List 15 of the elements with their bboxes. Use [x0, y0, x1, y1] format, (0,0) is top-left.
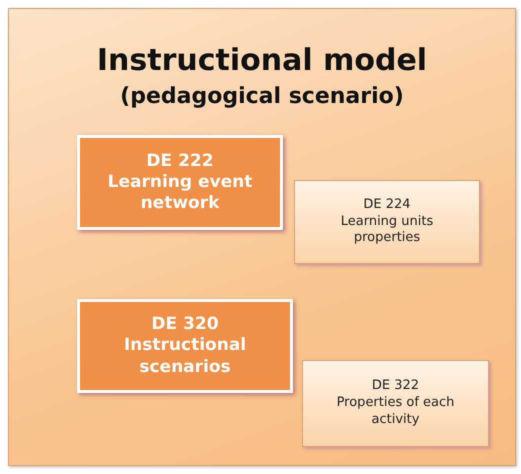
box-heading: DE 222	[146, 150, 214, 172]
box-heading: DE 322	[372, 378, 420, 396]
property-box	[294, 180, 480, 264]
box-heading: DE 320	[151, 314, 219, 336]
box-text: Learning event network	[106, 172, 254, 214]
process-box	[77, 299, 293, 393]
subtitle: (pedagogical scenario)	[120, 84, 404, 109]
property-box	[302, 360, 489, 447]
box-heading: DE 224	[363, 196, 411, 214]
process-box	[77, 135, 283, 230]
background-panel	[8, 8, 516, 466]
box-text: Instructional scenarios	[122, 335, 248, 378]
title: Instructional model	[96, 43, 428, 78]
box-text: Properties of each activity	[336, 395, 456, 429]
box-text: Learning units properties	[340, 214, 434, 248]
